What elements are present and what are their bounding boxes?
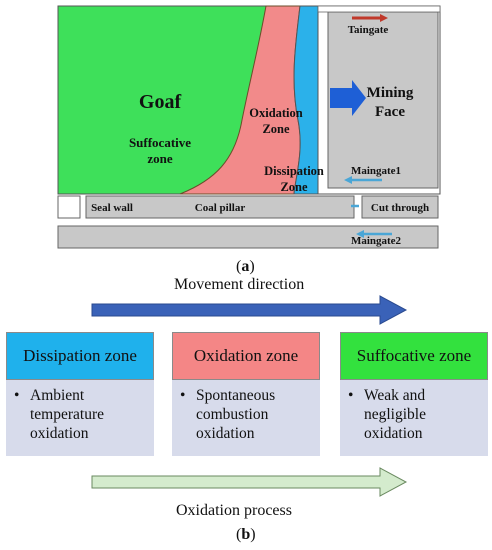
mining-face-label-1: Mining xyxy=(367,85,414,101)
oxidation-zone-description: • Spontaneous combustion oxidation xyxy=(172,380,320,456)
oxidation-zone-label-2: Zone xyxy=(262,122,290,136)
bullet-icon: • xyxy=(180,387,186,404)
oxidation-zone-box: Oxidation zone • Spontaneous combustion … xyxy=(172,332,320,456)
oxidation-zone-label-1: Oxidation xyxy=(249,106,303,120)
panel-a-caption: (a) xyxy=(236,258,255,275)
dissipation-zone-label-2: Zone xyxy=(280,180,308,194)
suffocative-desc-line-3: oxidation xyxy=(364,425,423,442)
panel-b-caption: (b) xyxy=(236,526,256,543)
oxidation-desc-line-1: Spontaneous xyxy=(196,387,276,404)
dissipation-desc-line-2: temperature xyxy=(30,406,105,423)
suffocative-zone-label-2: zone xyxy=(147,151,173,166)
movement-direction-arrow xyxy=(91,295,408,325)
seal-wall-label: Seal wall xyxy=(91,202,133,214)
suffocative-zone-label-1: Suffocative xyxy=(129,135,191,150)
maingate2-strip xyxy=(57,225,439,249)
bullet-icon: • xyxy=(348,387,354,404)
suffocative-desc-line-1: Weak and xyxy=(364,387,426,404)
suffocative-zone-description: • Weak and negligible oxidation xyxy=(340,380,488,456)
cut-through-label: Cut through xyxy=(371,202,429,214)
suffocative-zone-title: Suffocative zone xyxy=(340,332,488,380)
dissipation-zone-description: • Ambient temperature oxidation xyxy=(6,380,154,456)
dissipation-zone-region xyxy=(293,5,321,195)
mining-face-arrow xyxy=(330,80,366,116)
oxidation-process-label: Oxidation process xyxy=(176,502,292,519)
coal-pillar-label: Coal pillar xyxy=(195,202,246,214)
oxidation-desc-line-3: oxidation xyxy=(196,425,255,442)
dissipation-desc-line-1: Ambient xyxy=(30,387,85,404)
maingate2-label: Maingate2 xyxy=(351,235,402,247)
goaf-label: Goaf xyxy=(139,91,182,113)
oxidation-process-arrow xyxy=(91,467,408,497)
taingate-label: Taingate xyxy=(348,24,389,36)
bullet-icon: • xyxy=(14,387,20,404)
oxidation-desc-line-2: combustion xyxy=(196,406,269,423)
dissipation-zone-label-1: Dissipation xyxy=(264,164,324,178)
mining-face-label-2: Face xyxy=(375,104,405,120)
oxidation-zone-title: Oxidation zone xyxy=(172,332,320,380)
suffocative-zone-box: Suffocative zone • Weak and negligible o… xyxy=(340,332,488,456)
maingate1-label: Maingate1 xyxy=(351,165,401,177)
taingate-strip xyxy=(317,5,441,13)
dissipation-zone-title: Dissipation zone xyxy=(6,332,154,380)
dissipation-desc-line-3: oxidation xyxy=(30,425,89,442)
seal-wall-strip xyxy=(57,195,81,219)
suffocative-desc-line-2: negligible xyxy=(364,406,426,423)
movement-direction-label: Movement direction xyxy=(174,276,305,293)
panel-a-diagram: Goaf Suffocative zone Oxidation Zone Dis… xyxy=(57,5,441,249)
dissipation-zone-box: Dissipation zone • Ambient temperature o… xyxy=(6,332,154,456)
cut-through-block xyxy=(361,195,439,219)
